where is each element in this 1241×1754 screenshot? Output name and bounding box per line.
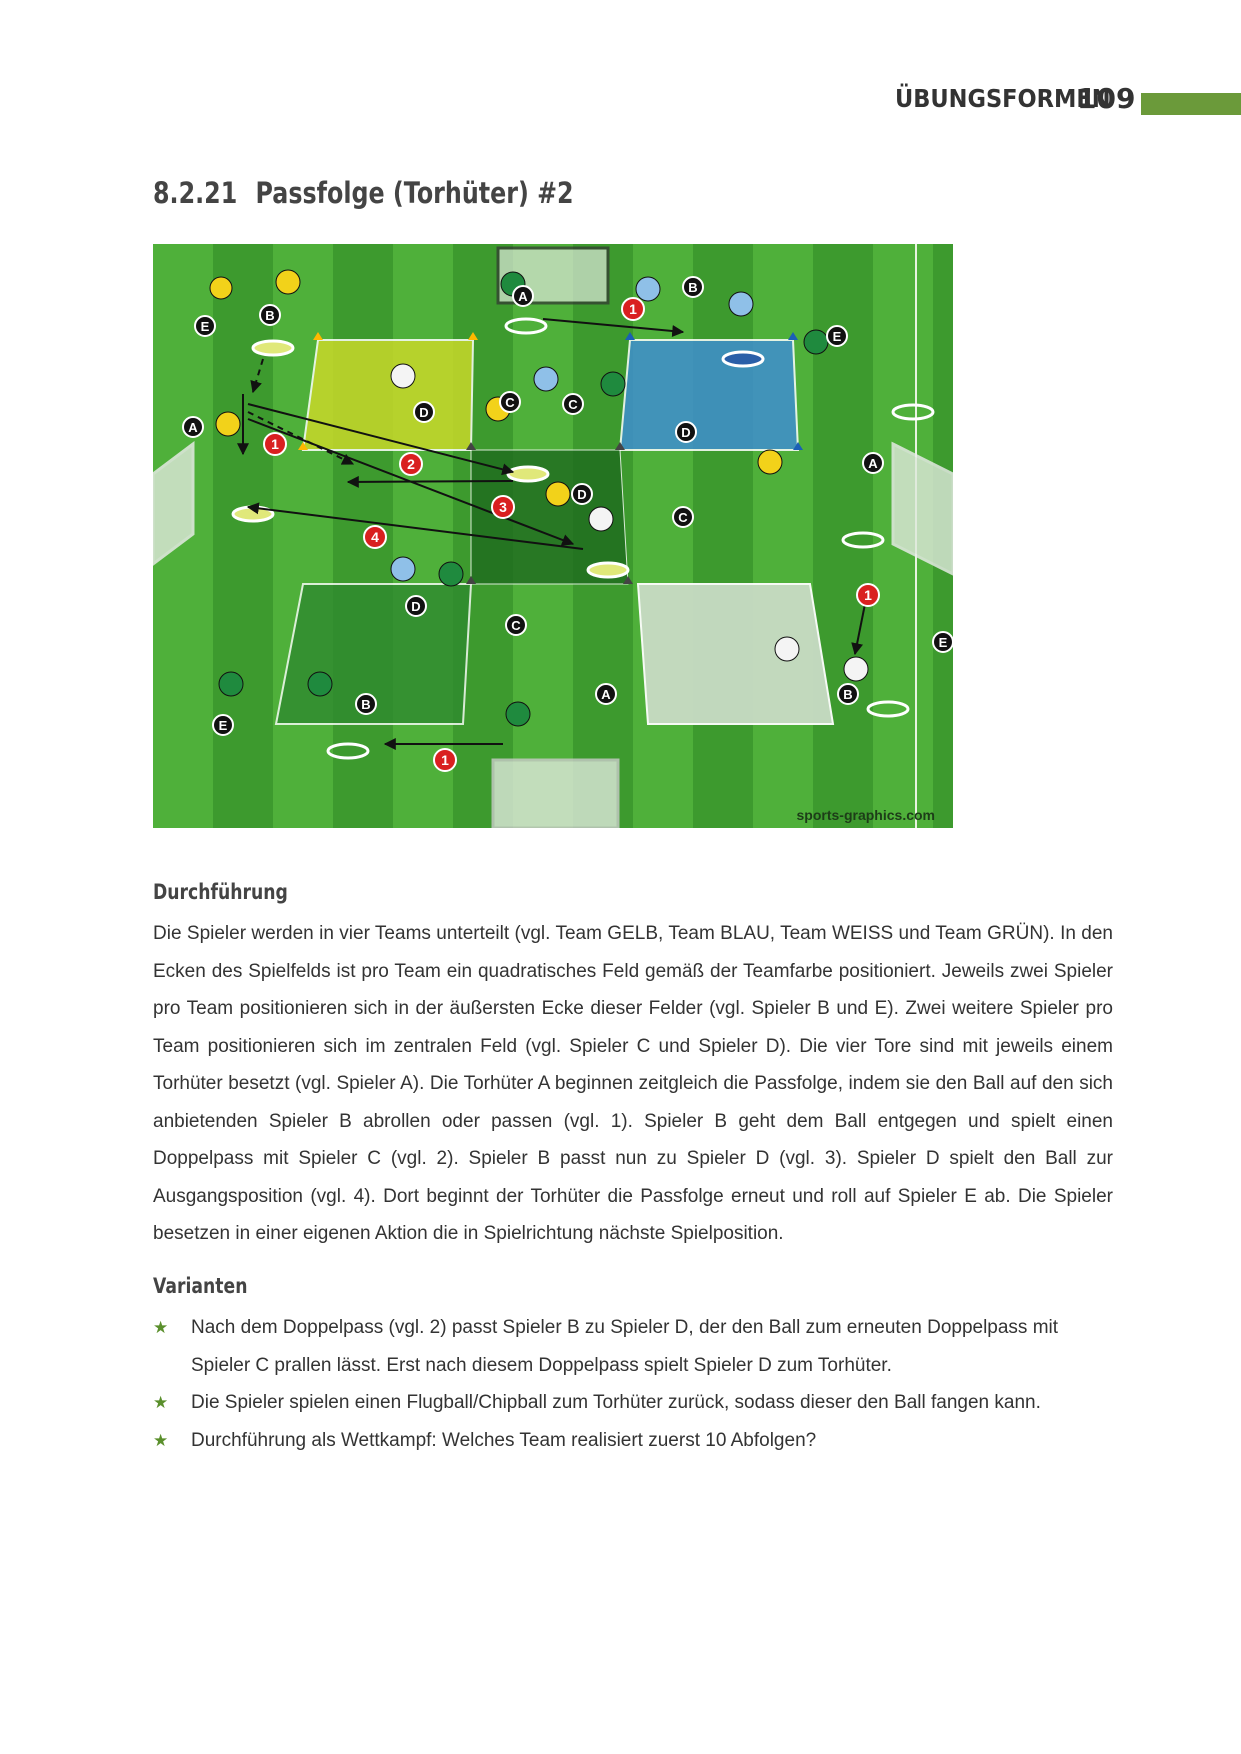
player-e-label: E (219, 718, 228, 733)
list-item: ★ Die Spieler spielen einen Flugball/Chip… (153, 1384, 1113, 1422)
player-c-label: C (568, 397, 578, 412)
player-d-label: D (681, 425, 690, 440)
list-item-text: Nach dem Doppelpass (vgl. 2) passt Spiel… (191, 1317, 1059, 1376)
list-item-text: Die Spieler spielen einen Flugball/Chipb… (191, 1392, 1041, 1413)
star-bullet-icon: ★ (153, 1318, 169, 1337)
section-heading: 8.2.21 Passfolge (Torhüter) #2 (153, 176, 574, 210)
heading-varianten: Varianten (153, 1274, 248, 1298)
player-b-label: B (265, 308, 274, 323)
step-3-label: 3 (499, 499, 507, 515)
player-c-label: C (511, 618, 521, 633)
drill-diagram: 1 1 2 3 4 1 1 A A A A B B B B C C C C D … (153, 244, 953, 828)
player-a-label: A (601, 687, 611, 702)
player-c-label: C (678, 510, 688, 525)
running-header-title: ÜBUNGSFORMEN (895, 84, 1111, 113)
player-a-label: A (188, 420, 198, 435)
section-number: 8.2.21 (153, 176, 238, 210)
durchfuehrung-paragraph: Die Spieler werden in vier Teams unterte… (153, 923, 1113, 1244)
section-title: Passfolge (Torhüter) #2 (255, 176, 574, 210)
player-e-label: E (939, 635, 948, 650)
player-b-label: B (688, 280, 697, 295)
list-item-text: Durchführung als Wettkampf: Welches Team… (191, 1429, 817, 1451)
page-number: 109 (1077, 82, 1136, 115)
step-1-label: 1 (629, 301, 637, 317)
diagram-watermark: sports-graphics.com (797, 807, 935, 823)
player-d-label: D (577, 487, 586, 502)
player-c-label: C (505, 395, 515, 410)
list-item: ★ Nach dem Doppelpass (vgl. 2) passt Spie… (153, 1309, 1113, 1384)
list-item: ★ Durchführung als Wettkampf: Welches Tea… (153, 1422, 1113, 1460)
star-bullet-icon: ★ (153, 1430, 169, 1450)
header-accent-bar (1141, 93, 1241, 115)
player-b-label: B (361, 697, 370, 712)
star-bullet-icon: ★ (153, 1393, 169, 1412)
step-1-label: 1 (441, 752, 449, 768)
player-d-label: D (419, 405, 428, 420)
player-a-label: A (518, 289, 528, 304)
player-e-label: E (833, 329, 842, 344)
player-b-label: B (843, 687, 852, 702)
player-e-label: E (201, 319, 210, 334)
player-a-label: A (868, 456, 878, 471)
step-1-label: 1 (271, 436, 279, 452)
heading-durchfuehrung: Durchführung (153, 880, 288, 904)
player-d-label: D (411, 599, 420, 614)
step-2-label: 2 (407, 456, 415, 472)
varianten-list: ★ Nach dem Doppelpass (vgl. 2) passt Spie… (153, 1309, 1113, 1459)
step-1-label: 1 (864, 587, 872, 603)
step-4-label: 4 (371, 529, 379, 545)
